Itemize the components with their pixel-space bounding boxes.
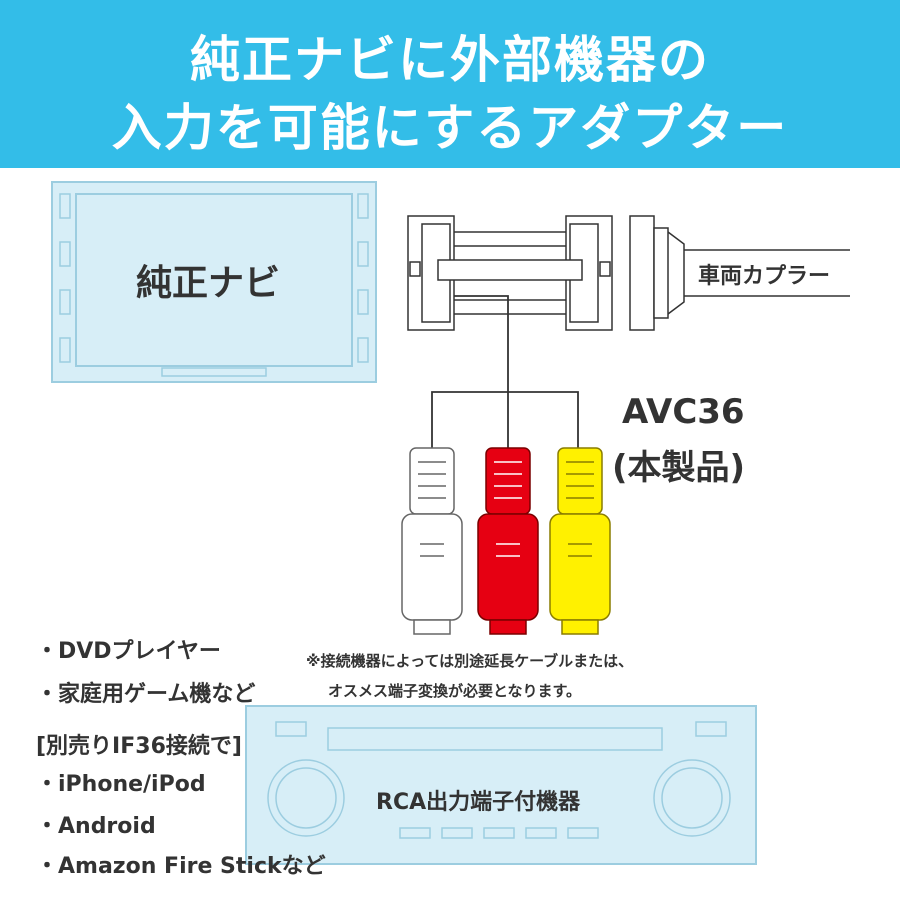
yellow-plug (549, 447, 611, 635)
product-note: (本製品) (612, 448, 746, 488)
list-item: ・DVDプレイヤー (36, 639, 221, 664)
red-plug (477, 447, 539, 635)
list-item: ・iPhone/iPod (36, 772, 206, 797)
vehicle-coupler-label: 車両カプラー (694, 258, 835, 290)
navi-label: 純正ナビ (136, 263, 281, 304)
white-plug (401, 447, 463, 635)
product-model: AVC36 (622, 392, 745, 432)
list-item: ・Android (36, 814, 156, 839)
connection-note-line2: オスメス端子変換が必要となります。 (328, 682, 582, 700)
list-item: ・家庭用ゲーム機など (36, 682, 256, 707)
list-item: [別売りIF36接続で] (36, 734, 242, 759)
list-item: ・Amazon Fire Stickなど (36, 854, 326, 879)
rca-device-label: RCA出力端子付機器 (376, 790, 581, 815)
rca-cables (431, 295, 579, 452)
navi-unit (51, 181, 377, 383)
adapter-harness (407, 215, 850, 331)
header-title-line2: 入力を可能にするアダプター (111, 99, 789, 157)
header-banner: 純正ナビに外部機器の 入力を可能にするアダプター (0, 0, 900, 168)
header-title-line1: 純正ナビに外部機器の (190, 31, 710, 89)
rca-device (245, 705, 757, 865)
connection-note-line1: ※接続機器によっては別途延長ケーブルまたは、 (306, 652, 634, 670)
